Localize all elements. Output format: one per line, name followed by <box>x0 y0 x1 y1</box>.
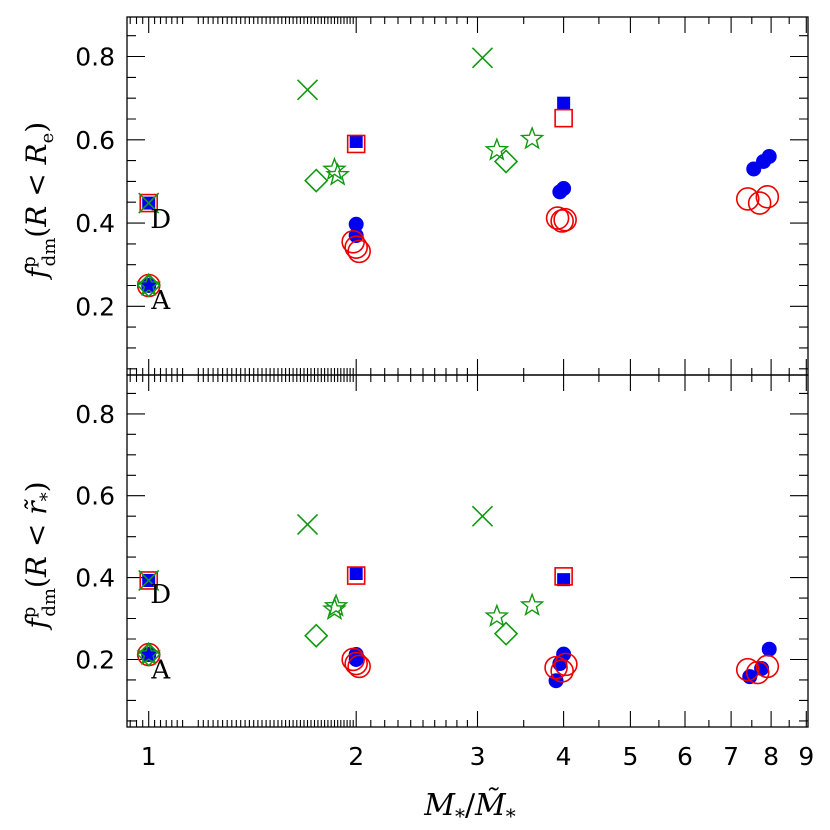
bottom-open-circle-point <box>341 647 365 672</box>
top-cross-point <box>138 192 160 214</box>
bottom-filled-circle-point <box>761 641 777 657</box>
top-y-axis-label: fpdm(R < Re) <box>19 122 60 280</box>
bottom-open-circle-point <box>347 654 371 679</box>
top-open-circle-point <box>553 207 577 232</box>
bottom-open-circle-point <box>755 654 780 679</box>
bottom-open-square-point <box>346 566 366 585</box>
bottom-cross-point <box>296 513 319 535</box>
bottom-open-square-point <box>554 567 573 586</box>
top-filled-star-point <box>141 277 157 292</box>
x-tick-label: 8 <box>763 742 779 771</box>
bottom-open-circle-point <box>550 659 574 683</box>
top-open-circle-point <box>735 187 760 211</box>
top-open-circle-point <box>550 209 574 233</box>
bottom-annotation-A: A <box>150 656 171 686</box>
top-open-square-point <box>554 108 573 128</box>
top-open-square-point <box>346 134 366 154</box>
top-annotation-A: A <box>150 286 171 316</box>
bottom-cross-point <box>471 505 494 527</box>
bottom-filled-star-point <box>141 646 157 662</box>
top-open-square-point <box>139 193 159 213</box>
top-open-star-point <box>325 162 351 186</box>
bottom-annotation-D: D <box>150 580 171 610</box>
top-filled-circle-point <box>556 181 572 197</box>
x-axis-label: M*/M̃* <box>423 788 516 828</box>
top-filled-square-point <box>557 96 571 110</box>
top-open-star-point <box>519 125 545 150</box>
bottom-x-ticks <box>129 375 807 727</box>
top-y-ticks <box>127 35 808 370</box>
top-y-tick-label: 0.2 <box>75 292 115 321</box>
x-tick-label: 2 <box>348 742 364 771</box>
top-open-diamond-point <box>304 168 329 193</box>
top-open-diamond-point <box>493 149 519 174</box>
x-tick-label: 4 <box>556 742 572 771</box>
bottom-open-diamond-point <box>493 621 519 646</box>
bottom-filled-square-point <box>349 567 363 581</box>
top-open-circle-point <box>344 235 368 260</box>
top-y-tick-label: 0.6 <box>75 126 115 155</box>
top-panel: 0.2 0.4 0.6 0.8D A <box>75 16 809 376</box>
bottom-open-star-point <box>136 641 162 666</box>
bottom-open-square-point <box>139 571 159 590</box>
bottom-y-tick-label: 0.8 <box>75 400 115 429</box>
x-tick-label: 5 <box>622 742 638 771</box>
top-y-tick-label: 0.8 <box>75 43 115 72</box>
bottom-open-circle-point <box>554 652 578 677</box>
bottom-y-axis-label: fpdm(R < r̃*) <box>19 481 60 630</box>
bottom-open-diamond-point <box>304 623 329 648</box>
x-tick-label: 6 <box>677 742 693 771</box>
bottom-open-circle-point <box>544 655 568 680</box>
top-open-circle-point <box>747 191 772 215</box>
top-open-star-point <box>322 156 347 181</box>
x-tick-label: 9 <box>798 742 814 771</box>
top-y-tick-label: 0.4 <box>75 209 115 238</box>
x-tick-label: 3 <box>470 742 486 771</box>
bottom-open-circle-point <box>735 657 760 682</box>
top-open-star-point <box>136 272 162 297</box>
top-open-star-point <box>484 137 510 161</box>
bottom-plot-frame <box>126 374 809 728</box>
top-filled-square-point <box>349 134 363 148</box>
bottom-filled-square-point <box>557 573 571 587</box>
bottom-y-tick-label: 0.4 <box>75 564 115 593</box>
x-tick-label: 1 <box>141 742 157 771</box>
bottom-open-star-point <box>519 592 545 616</box>
x-tick-label: 7 <box>723 742 739 771</box>
top-filled-circle-point <box>348 216 364 232</box>
top-plot-frame <box>126 16 809 376</box>
top-open-circle-point <box>755 185 780 209</box>
bottom-y-ticks <box>127 392 808 722</box>
top-open-circle-point <box>347 239 371 264</box>
top-annotation-D: D <box>150 205 171 235</box>
top-open-circle-point <box>545 206 570 230</box>
bottom-open-circle-point <box>344 651 368 676</box>
bottom-y-tick-label: 0.2 <box>75 645 115 674</box>
top-cross-point <box>296 79 319 101</box>
bottom-open-star-point <box>323 593 349 617</box>
top-cross-point <box>471 47 494 69</box>
bottom-y-tick-label: 0.6 <box>75 482 115 511</box>
top-filled-circle-point <box>761 148 777 164</box>
bottom-open-star-point <box>484 603 510 628</box>
top-x-ticks <box>129 17 807 375</box>
bottom-cross-point <box>138 569 160 592</box>
